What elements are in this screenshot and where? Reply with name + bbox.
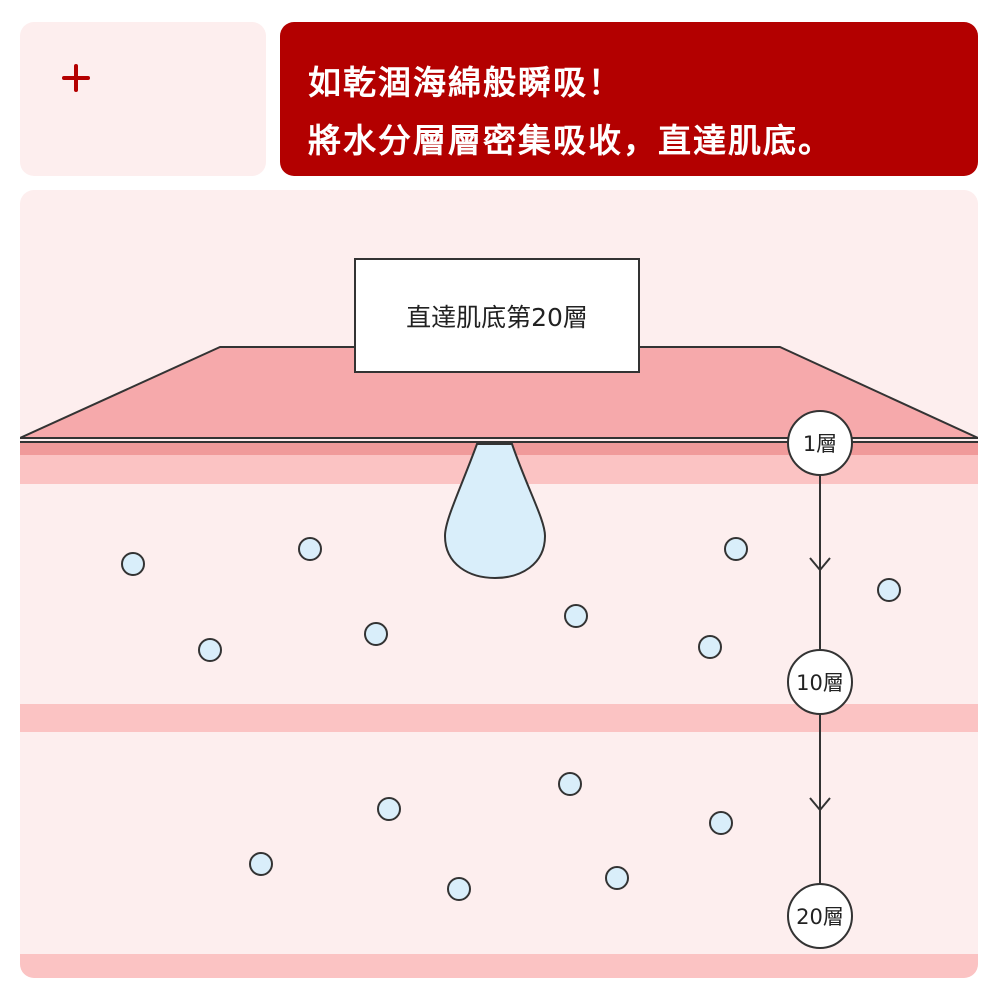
depth-label: 直達肌底第20層	[354, 258, 640, 373]
headline-line-2: 將水分層層密集吸收，直達肌底。	[308, 121, 833, 160]
skin-layer-svg	[20, 346, 978, 978]
moisture-dot	[198, 638, 222, 662]
moisture-dot	[877, 578, 901, 602]
moisture-dot	[698, 635, 722, 659]
skin-surface	[20, 346, 978, 439]
layer-badge-20: 20層	[787, 883, 853, 949]
moisture-dots-upper	[121, 537, 901, 662]
moisture-dot	[447, 877, 471, 901]
skin-layer-diagram: 直達肌底第20層 1層 10層 20層	[20, 190, 978, 978]
arrow-chevron-2	[809, 797, 831, 812]
moisture-dot	[724, 537, 748, 561]
moisture-dot	[377, 797, 401, 821]
moisture-dot	[709, 811, 733, 835]
moisture-dots-lower	[249, 772, 733, 901]
moisture-dot	[121, 552, 145, 576]
plus-icon	[58, 60, 94, 96]
moisture-dot	[605, 866, 629, 890]
headline-banner: 如乾涸海綿般瞬吸！ 將水分層層密集吸收，直達肌底。	[280, 22, 978, 176]
plus-card	[20, 22, 266, 176]
layer-badge-10: 10層	[787, 649, 853, 715]
moisture-dot	[364, 622, 388, 646]
layer-badge-1: 1層	[787, 410, 853, 476]
headline-line-1: 如乾涸海綿般瞬吸！	[308, 63, 623, 102]
moisture-dot	[564, 604, 588, 628]
moisture-dot	[558, 772, 582, 796]
water-droplet	[443, 443, 547, 580]
moisture-dot	[298, 537, 322, 561]
arrow-chevron-1	[809, 557, 831, 572]
moisture-dot	[249, 852, 273, 876]
layer-stripe-bottom	[20, 954, 978, 978]
